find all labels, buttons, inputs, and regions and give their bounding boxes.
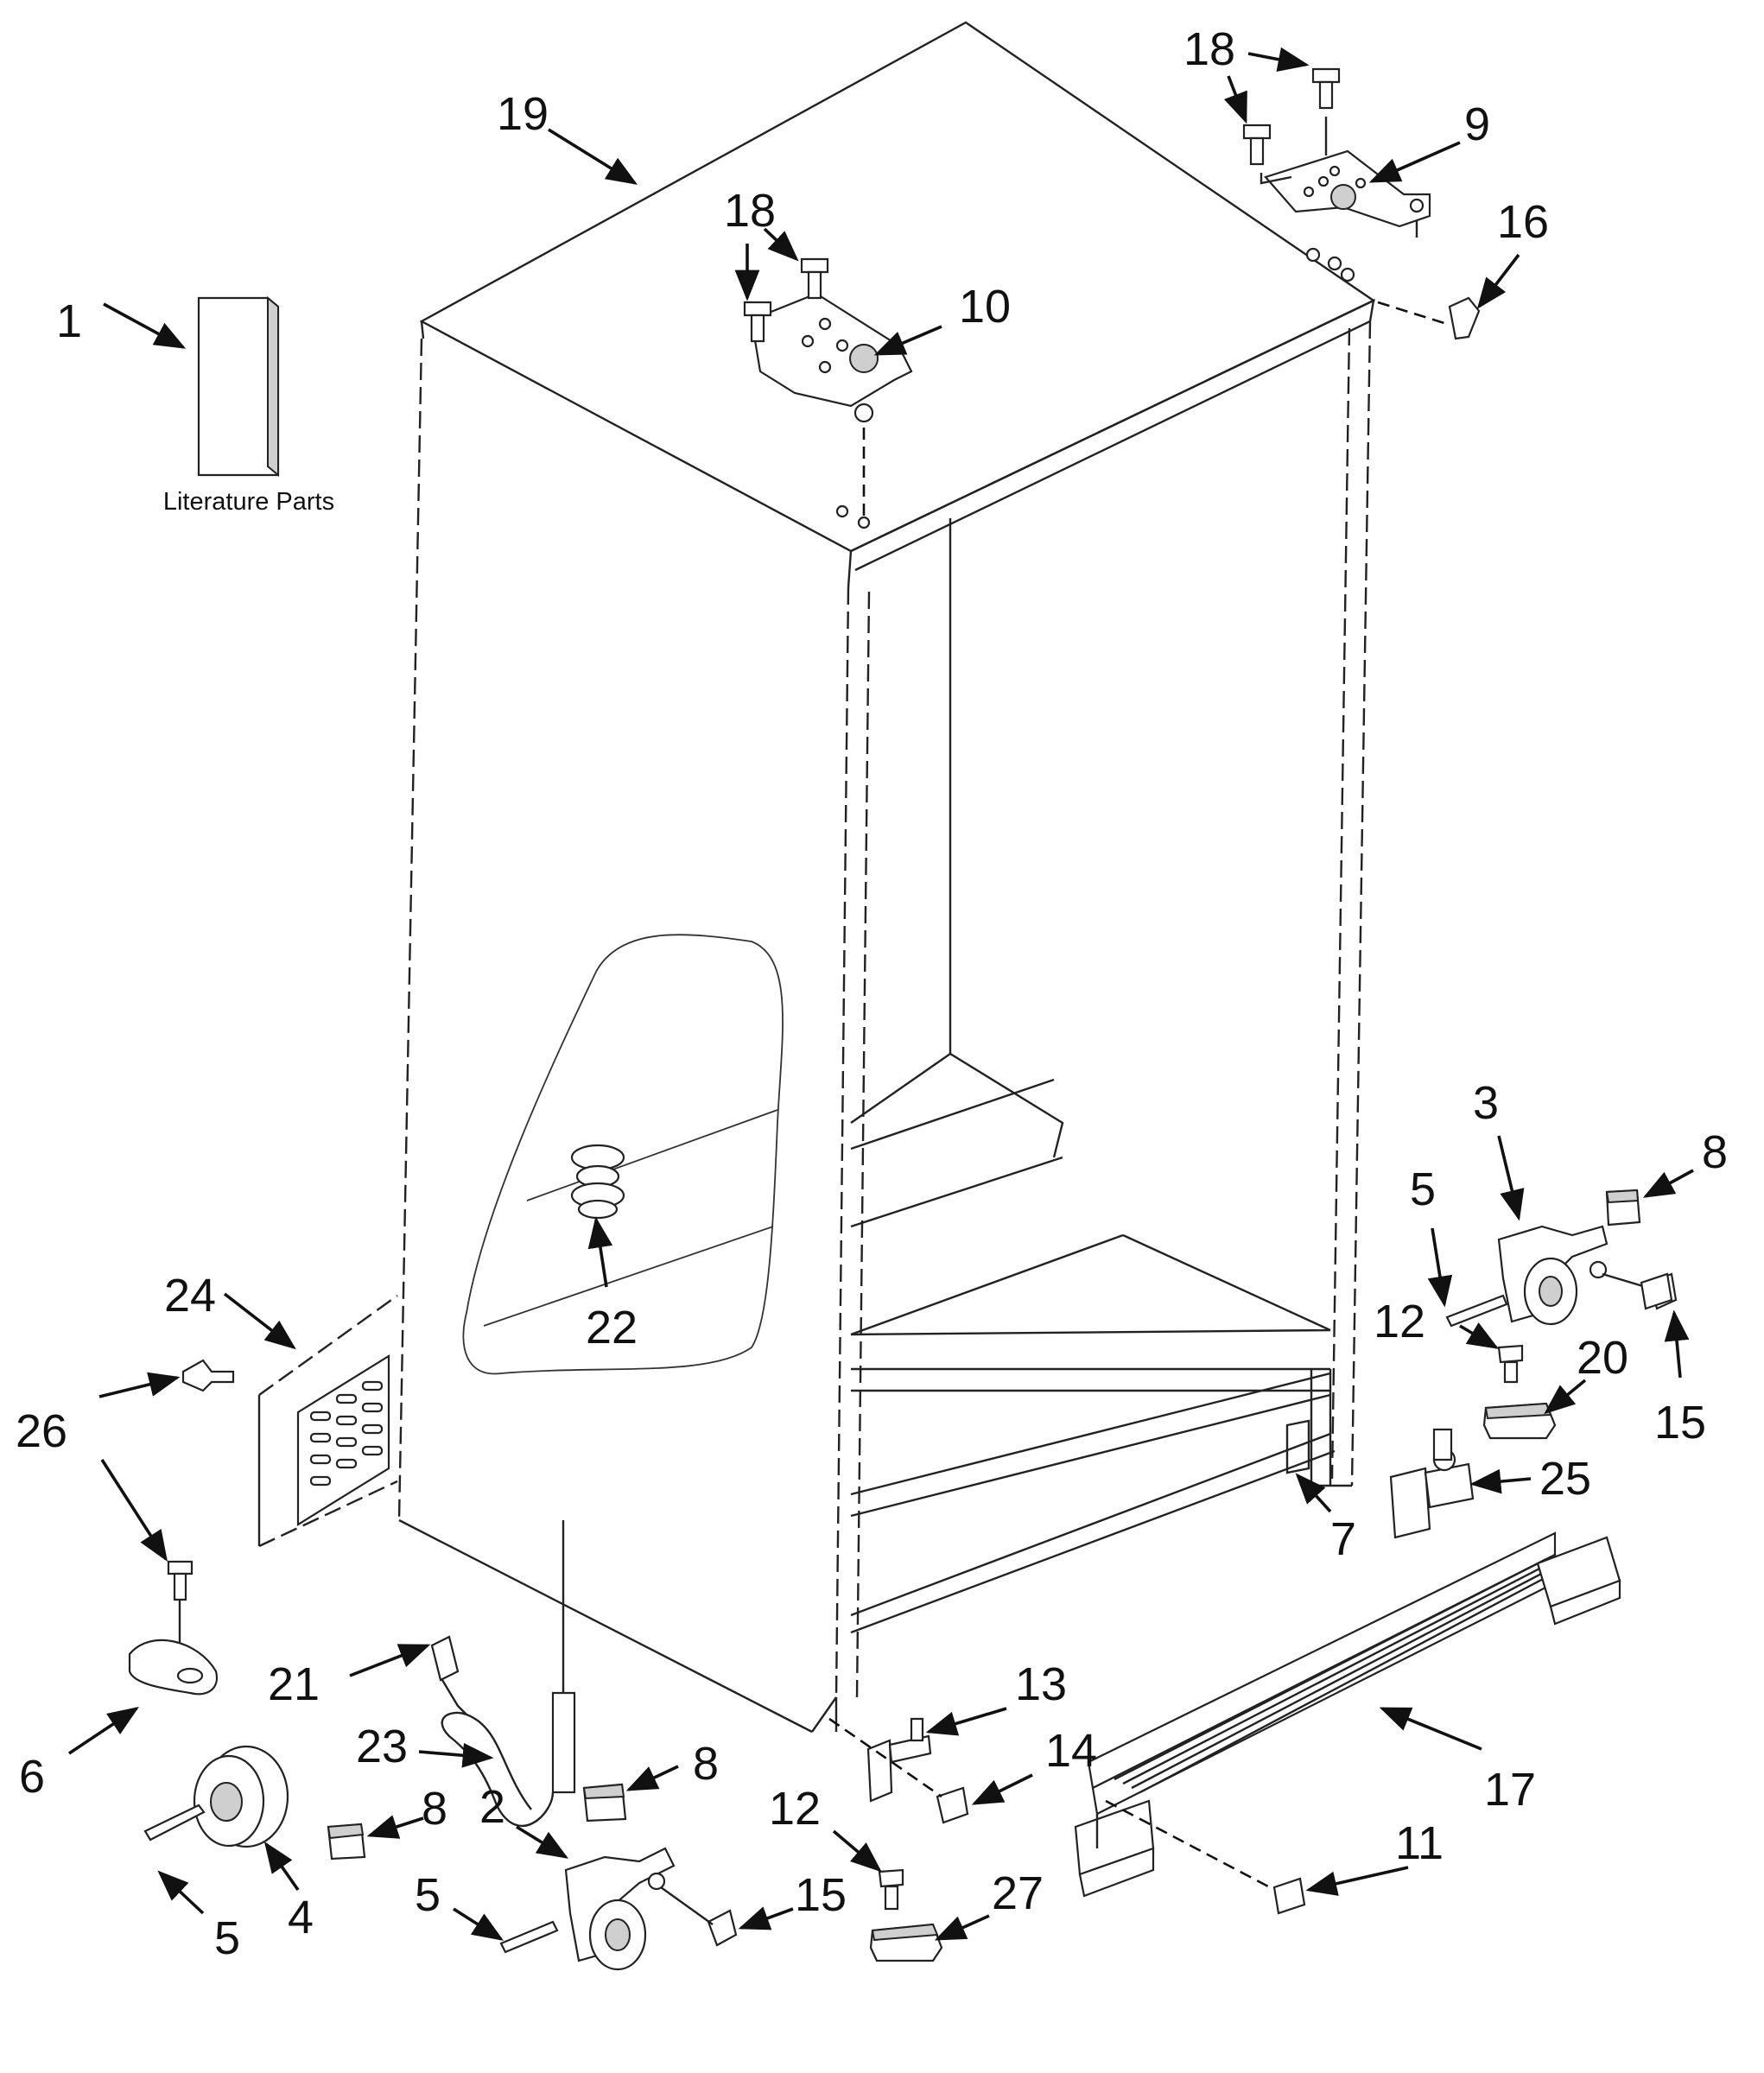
- callout-24: 24: [164, 1270, 216, 1322]
- drain-grommet: [570, 1144, 625, 1220]
- callout-5-center: 5: [415, 1869, 441, 1921]
- rear-grille-panel: [181, 1295, 398, 1548]
- callout-6: 6: [19, 1751, 45, 1803]
- callout-22: 22: [586, 1302, 638, 1353]
- callout-5-right: 5: [1410, 1163, 1436, 1215]
- callout-12-left: 12: [769, 1783, 821, 1835]
- literature-parts: Literature Parts: [163, 295, 334, 516]
- callout-8-center: 8: [693, 1738, 719, 1790]
- callout-8-right: 8: [1702, 1126, 1728, 1178]
- literature-label: Literature Parts: [163, 488, 334, 516]
- callout-2: 2: [479, 1781, 505, 1833]
- callout-15-left: 15: [795, 1869, 847, 1921]
- callout-10: 10: [959, 281, 1011, 333]
- front-roller-assembly-left: [499, 1847, 738, 1971]
- callout-19: 19: [497, 88, 549, 140]
- callout-18-top: 18: [1183, 23, 1235, 75]
- callout-16: 16: [1497, 196, 1549, 248]
- callout-arrows: [68, 47, 1694, 1941]
- upper-hinge-center: [743, 257, 913, 529]
- callout-27: 27: [992, 1867, 1044, 1919]
- toe-grille-bracket: [828, 1717, 969, 1824]
- callout-21: 21: [268, 1658, 320, 1710]
- cabinet: [397, 21, 1376, 1734]
- leveling-screw-and-bracket-right: [1482, 1344, 1557, 1440]
- callout-9: 9: [1464, 98, 1490, 150]
- callout-12-right: 12: [1374, 1296, 1425, 1347]
- callout-26: 26: [16, 1405, 67, 1457]
- callout-25: 25: [1539, 1453, 1591, 1505]
- callout-17: 17: [1484, 1764, 1536, 1816]
- callout-7: 7: [1330, 1513, 1356, 1565]
- callout-5-left: 5: [214, 1912, 240, 1964]
- hinge-screw: [1640, 1272, 1673, 1310]
- callout-1: 1: [56, 295, 82, 347]
- callout-14: 14: [1045, 1725, 1097, 1777]
- hinge-pin-cap: [1448, 296, 1481, 340]
- callout-20: 20: [1577, 1332, 1628, 1384]
- front-roller-assembly-right: [1445, 1225, 1678, 1328]
- mounting-screw-and-clamp: [128, 1560, 219, 1696]
- leveling-screw-and-bracket-left: [869, 1868, 943, 1962]
- drain-tube: [430, 1520, 576, 1828]
- callout-23: 23: [356, 1721, 408, 1772]
- callout-15-right: 15: [1654, 1397, 1706, 1449]
- callout-8-left: 8: [422, 1783, 447, 1835]
- callout-labels: 1 19 18 18 9 16 10 3 8 5 12 20 15 25 7 2…: [16, 23, 1728, 1964]
- roller-wheel: [143, 1745, 289, 1848]
- base-grille: [1074, 1531, 1621, 1898]
- lower-hinge-bracket: [1389, 1428, 1475, 1539]
- cutaway-outline: [462, 934, 784, 1375]
- callout-11: 11: [1395, 1817, 1444, 1869]
- callout-18-center: 18: [724, 185, 776, 237]
- callout-13: 13: [1015, 1658, 1067, 1710]
- grille-screw: [1272, 1877, 1306, 1915]
- upper-hinge-right: [1242, 67, 1431, 282]
- callout-4: 4: [288, 1892, 314, 1943]
- callout-3: 3: [1473, 1077, 1499, 1129]
